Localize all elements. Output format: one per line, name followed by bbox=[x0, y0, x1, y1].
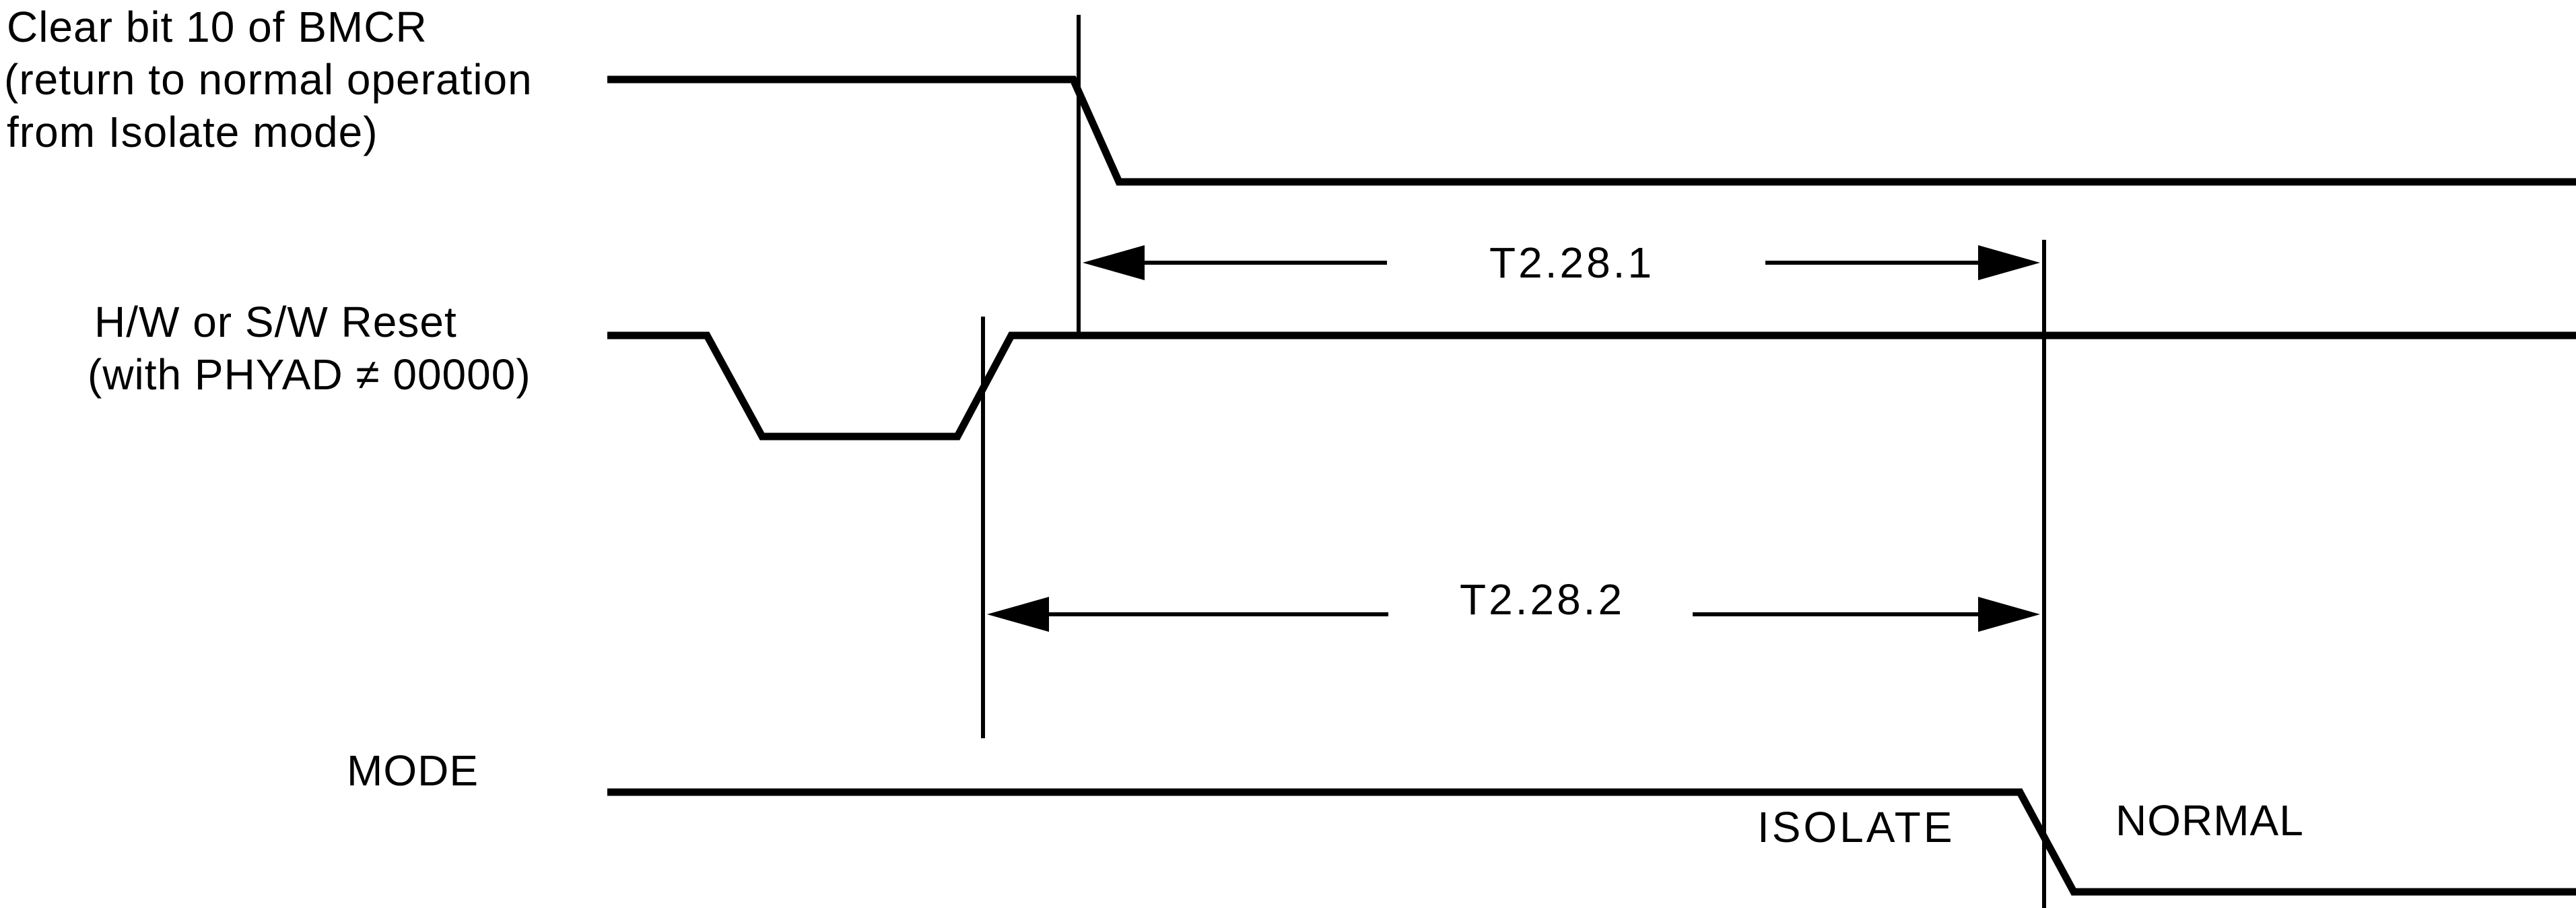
mode-label: MODE bbox=[347, 746, 479, 795]
timing-arrow-t1-right-head bbox=[1978, 245, 2040, 280]
timing-arrow-t2-left-head bbox=[987, 597, 1049, 632]
timing-label-t2: T2.28.2 bbox=[1460, 575, 1625, 624]
clear-bit-waveform bbox=[607, 75, 2576, 186]
timing-arrow-t2-right-head bbox=[1978, 597, 2040, 632]
mode-waveform bbox=[607, 788, 2576, 896]
mode-state-normal: NORMAL bbox=[2115, 796, 2304, 845]
reset-waveform bbox=[607, 331, 2576, 441]
timing-arrow-t1: T2.28.1 bbox=[1083, 238, 2040, 287]
reset-label: H/W or S/W Reset (with PHYAD ≠ 00000) bbox=[88, 298, 531, 399]
clear-bit-label-line-1: Clear bit 10 of BMCR bbox=[7, 3, 428, 51]
timing-label-t1: T2.28.1 bbox=[1489, 238, 1654, 287]
timing-arrow-t2: T2.28.2 bbox=[987, 575, 2040, 632]
clear-bit-label-line-2: (return to normal operation bbox=[4, 55, 533, 104]
timing-arrow-t1-left-head bbox=[1083, 245, 1145, 280]
clear-bit-label: Clear bit 10 of BMCR (return to normal o… bbox=[4, 3, 533, 156]
reset-label-line-2: (with PHYAD ≠ 00000) bbox=[88, 350, 531, 399]
mode-state-isolate: ISOLATE bbox=[1757, 803, 1955, 851]
reset-label-line-1: H/W or S/W Reset bbox=[94, 298, 457, 346]
clear-bit-label-line-3: from Isolate mode) bbox=[7, 108, 378, 156]
